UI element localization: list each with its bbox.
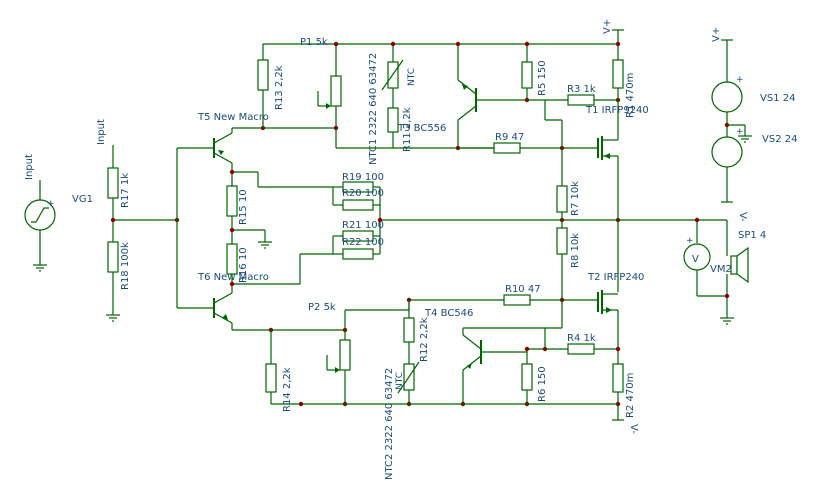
r9-label: R9 47 <box>495 132 524 143</box>
potentiometer-p2[interactable] <box>326 339 351 373</box>
ntc2-label: NTC2 2322 640 63472 <box>384 368 395 480</box>
r13-label: R13 2,2k <box>274 65 285 110</box>
input-source-label: Input <box>24 154 35 180</box>
transistor-t1[interactable] <box>597 136 618 160</box>
resistor-r20[interactable] <box>342 199 374 211</box>
vplus-top-label: V+ <box>602 19 613 34</box>
resistor-r9[interactable] <box>493 142 521 154</box>
ntc1-label: NTC1 2322 640 63472 <box>368 53 379 165</box>
p1-label: P1 5k <box>300 37 328 48</box>
r6-label: R6 150 <box>537 366 548 402</box>
svg-text:+: + <box>736 127 744 137</box>
potentiometer-p1[interactable] <box>317 75 342 109</box>
r16-label: R16 10 <box>238 247 249 283</box>
r7-label: R7 10k <box>570 181 581 216</box>
r8-label: R8 10k <box>570 233 581 268</box>
transistor-t3[interactable] <box>457 79 477 121</box>
speaker-sp1[interactable] <box>730 246 749 284</box>
t6-label: T6 New Macro <box>197 272 269 283</box>
sp1-label: SP1 4 <box>738 230 766 241</box>
ntc1-tag: NTC <box>407 68 417 86</box>
r14-label: R14 2,2k <box>282 367 293 412</box>
resistor-r10[interactable] <box>503 294 531 306</box>
svg-text:+: + <box>686 236 694 246</box>
resistor-r5[interactable] <box>521 61 533 89</box>
r15-label: R15 10 <box>238 189 249 225</box>
r3-label: R3 1k <box>567 84 596 95</box>
resistor-r1[interactable] <box>612 59 624 89</box>
resistor-r22[interactable] <box>342 248 374 260</box>
r5-label: R5 150 <box>537 60 548 96</box>
transistor-t6[interactable] <box>210 292 233 324</box>
vs-plus-label: V+ <box>711 27 722 42</box>
resistor-r8[interactable] <box>556 227 568 255</box>
r4-label: R4 1k <box>567 333 596 344</box>
input-net-label: Input <box>96 119 107 145</box>
transistor-t5[interactable] <box>210 132 233 164</box>
voltmeter-symbol: V <box>692 254 699 265</box>
resistor-r7[interactable] <box>556 185 568 213</box>
svg-text:+: + <box>47 199 55 209</box>
resistor-r18[interactable] <box>107 241 119 273</box>
r21-label: R21 100 <box>342 220 384 231</box>
resistor-r17[interactable] <box>107 167 119 199</box>
thermistor-ntc1[interactable] <box>381 59 404 91</box>
vg1-label: VG1 <box>72 194 93 205</box>
r12-label: R12 2,2k <box>419 317 430 362</box>
svg-text:+: + <box>736 75 744 85</box>
supply-source-vs2[interactable] <box>711 136 743 168</box>
ntc2-tag: NTC <box>395 372 405 390</box>
r19-label: R19 100 <box>342 172 384 183</box>
resistor-r13[interactable] <box>257 59 269 91</box>
resistor-r14[interactable] <box>265 363 277 393</box>
vs2-label: VS2 24 <box>762 134 797 145</box>
resistor-r3[interactable] <box>567 94 595 106</box>
vs-minus-label: V- <box>737 212 748 222</box>
resistor-r12[interactable] <box>403 317 415 343</box>
resistor-r11[interactable] <box>387 107 399 133</box>
resistor-r6[interactable] <box>521 363 533 391</box>
vs1-label: VS1 24 <box>760 93 795 104</box>
r1-label: R1 470m <box>625 73 636 118</box>
r2-label: R2 470m <box>625 373 636 418</box>
supply-source-vs1[interactable] <box>711 81 743 113</box>
transistor-t4[interactable] <box>462 334 482 371</box>
p2-label: P2 5k <box>308 302 336 313</box>
resistor-r4[interactable] <box>567 343 595 355</box>
t3-label: T3 BC556 <box>397 123 446 134</box>
t2-label: T2 IRFP240 <box>587 272 644 283</box>
transistor-t2[interactable] <box>597 290 618 314</box>
r17-label: R17 1k <box>120 173 131 208</box>
r11-label: R11 2,2k <box>402 107 413 152</box>
resistor-r2[interactable] <box>612 363 624 393</box>
resistor-r15[interactable] <box>226 185 238 217</box>
r20-label: R20 100 <box>342 188 384 199</box>
t4-label: T4 BC546 <box>424 308 473 319</box>
t5-label: T5 New Macro <box>197 112 269 123</box>
vm2-label: VM2 <box>710 264 732 275</box>
r10-label: R10 47 <box>505 284 541 295</box>
input-source-vg1[interactable]: + <box>24 180 56 272</box>
vminus-bot-label: V- <box>628 424 639 434</box>
r18-label: R18 100k <box>120 242 131 290</box>
t1-label: T1 IRFP9240 <box>585 105 649 116</box>
r22-label: R22 100 <box>342 237 384 248</box>
resistor-r16[interactable] <box>226 243 238 275</box>
